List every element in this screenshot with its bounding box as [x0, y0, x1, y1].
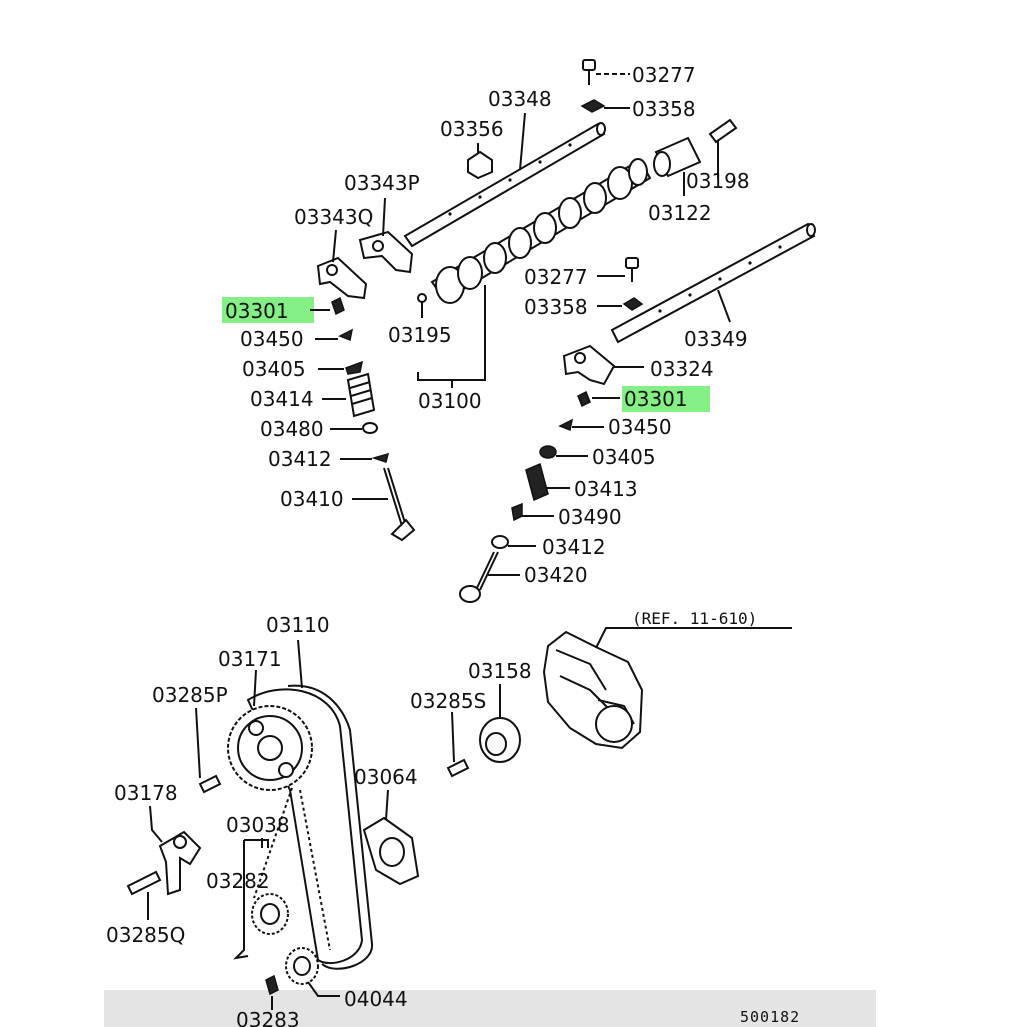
retainer-03405-left: [318, 360, 364, 375]
label-03405-left[interactable]: 03405: [242, 357, 306, 381]
label-03064[interactable]: 03064: [354, 765, 418, 789]
drawing-code: 500182: [740, 1008, 800, 1026]
rocker-arm-03343p: [358, 197, 414, 274]
label-03348[interactable]: 03348: [488, 87, 552, 111]
plug-03195: [417, 293, 427, 318]
label-03324[interactable]: 03324: [650, 357, 714, 381]
label-03158[interactable]: 03158: [468, 659, 532, 683]
label-03301-right[interactable]: 03301: [624, 387, 688, 411]
label-03405-right[interactable]: 03405: [592, 445, 656, 469]
bolt-03285q: [126, 870, 162, 920]
label-03277-top[interactable]: 03277: [632, 63, 696, 87]
label-03285p[interactable]: 03285P: [152, 683, 228, 707]
adjuster-03301-right: [577, 390, 620, 408]
highlight-box-03301-right: [622, 386, 710, 412]
label-03283[interactable]: 03283: [236, 1008, 300, 1027]
label-03343q[interactable]: 03343Q: [294, 205, 373, 229]
label-03490[interactable]: 03490: [558, 505, 622, 529]
label-03301-left[interactable]: 03301: [225, 299, 289, 323]
rocker-shaft-03348: [403, 112, 606, 248]
label-03358-mid[interactable]: 03358: [524, 295, 588, 319]
adjuster-03301-left: [310, 296, 345, 316]
valve-03420: [459, 551, 520, 603]
washer-03358-mid: [597, 297, 644, 311]
washer-03358-top: [580, 99, 630, 113]
cam-seal-03122: [653, 136, 702, 196]
bottom-fade: [104, 990, 876, 1027]
label-03356[interactable]: 03356: [440, 117, 504, 141]
bolt-03198: [708, 118, 738, 178]
label-03420[interactable]: 03420: [524, 563, 588, 587]
label-03450-left[interactable]: 03450: [240, 327, 304, 351]
label-03412-left[interactable]: 03412: [268, 447, 332, 471]
label-03410[interactable]: 03410: [280, 487, 344, 511]
label-03195[interactable]: 03195: [388, 323, 452, 347]
tensioner-arm-03178: [149, 805, 202, 896]
label-03414[interactable]: 03414: [250, 387, 314, 411]
label-03413[interactable]: 03413: [574, 477, 638, 501]
key-03283: [265, 974, 279, 1010]
reference-hand-drawing: [542, 627, 792, 750]
spring-03413: [525, 462, 570, 502]
rocker-arm-03324: [562, 344, 644, 386]
stem-seal-03450-left: [315, 328, 354, 342]
label-03171[interactable]: 03171: [218, 647, 282, 671]
bolt-03285s: [446, 711, 470, 778]
label-03358-top[interactable]: 03358: [632, 97, 696, 121]
label-03285q[interactable]: 03285Q: [106, 923, 185, 947]
seat-03480: [330, 422, 378, 434]
bolt-03285p: [195, 707, 222, 794]
clip-03356: [467, 143, 493, 180]
tensioner-pulley-03158: [479, 684, 521, 763]
stem-seal-03490: [511, 502, 554, 522]
crank-sprocket-04044: [285, 947, 340, 997]
label-03480[interactable]: 03480: [260, 417, 324, 441]
retainer-03405-right: [539, 445, 588, 459]
part-labels: 03277 03358 03348 03356 03198 03343P 031…: [106, 63, 800, 1027]
camshaft-03100: [417, 158, 652, 388]
rocker-shaft-03349: [610, 222, 816, 344]
label-03343p[interactable]: 03343P: [344, 171, 420, 195]
label-03285s[interactable]: 03285S: [410, 689, 486, 713]
valve-03410: [352, 467, 416, 542]
bolt-03277-mid: [597, 257, 639, 282]
belt-guide-03064: [362, 789, 420, 886]
cam-sprocket-03171: [227, 669, 313, 791]
label-03100[interactable]: 03100: [418, 389, 482, 413]
reference-label: (REF. 11-610): [632, 609, 757, 628]
label-03450-right[interactable]: 03450: [608, 415, 672, 439]
label-03277-mid[interactable]: 03277: [524, 265, 588, 289]
drawing-background: [104, 40, 876, 1027]
label-03122[interactable]: 03122: [648, 201, 712, 225]
label-03038[interactable]: 03038: [226, 813, 290, 837]
highlight-box-03301-left: [222, 297, 314, 323]
bolt-03277-top: [582, 59, 630, 85]
stem-seal-03450-right: [558, 418, 604, 432]
label-03282[interactable]: 03282: [206, 869, 270, 893]
label-03349[interactable]: 03349: [684, 327, 748, 351]
crank-sprocket-03282: [233, 838, 289, 960]
collet-03412-left: [340, 452, 390, 463]
label-03110[interactable]: 03110: [266, 613, 330, 637]
spring-03414: [322, 372, 376, 418]
label-03198[interactable]: 03198: [686, 169, 750, 193]
collet-03412-right: [491, 535, 536, 549]
label-03178[interactable]: 03178: [114, 781, 178, 805]
rocker-arm-03343q: [316, 229, 368, 300]
label-04044[interactable]: 04044: [344, 987, 408, 1011]
label-03412-right[interactable]: 03412: [542, 535, 606, 559]
